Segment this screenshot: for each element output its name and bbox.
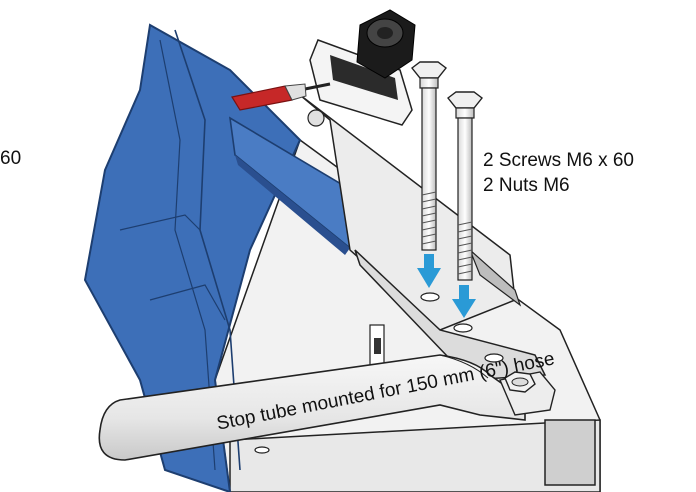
screw-left: [411, 61, 447, 251]
screw-right: [447, 91, 483, 281]
parts-item-nuts: 2 Nuts M6: [483, 175, 570, 196]
down-arrow-icon: [452, 285, 476, 318]
adjustment-knob: [356, 9, 416, 79]
red-handle: [231, 83, 307, 111]
tube-nut: [504, 371, 536, 393]
parts-item-screws: 2 Screws M6 x 60: [483, 150, 634, 171]
clamp-holder: [299, 39, 413, 127]
down-arrow-icon: [417, 254, 441, 288]
parts-list: 2 Screws M6 x 60 2 Nuts M6: [483, 148, 634, 198]
cropped-label-fragment: 60: [0, 148, 22, 169]
